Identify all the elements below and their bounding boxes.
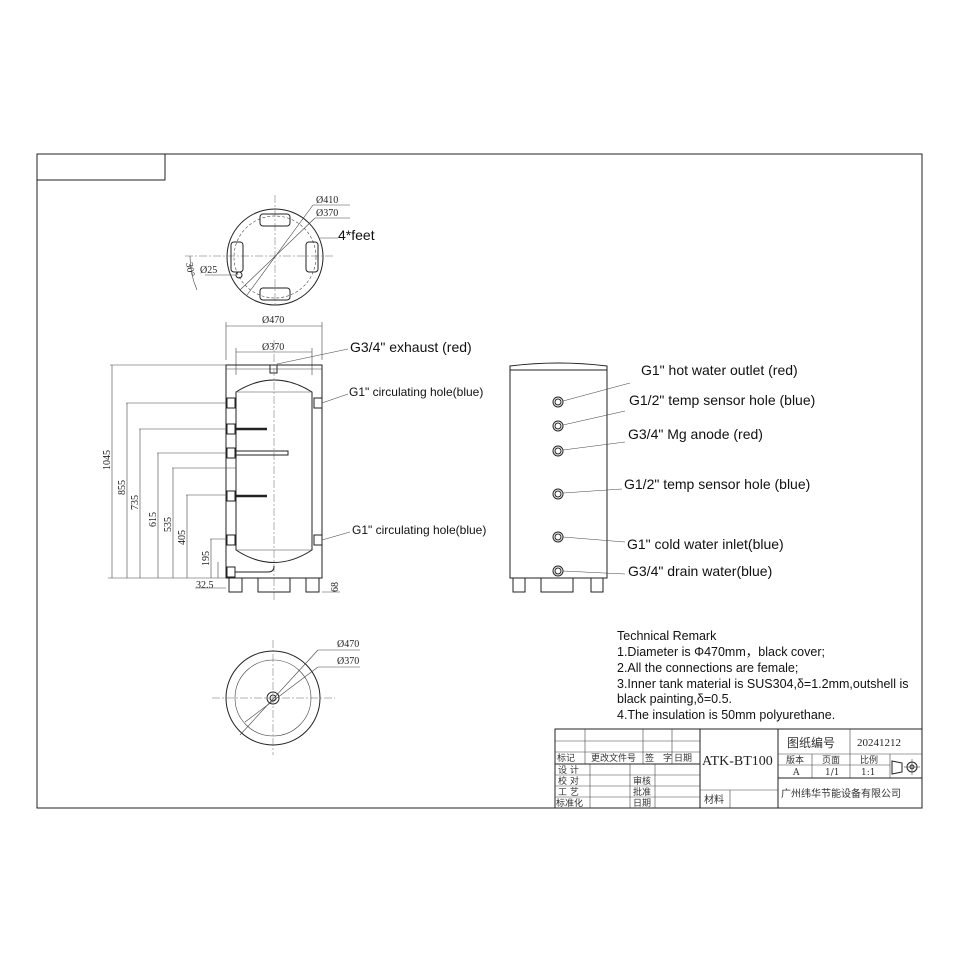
- tb-drawing-no: 20241212: [857, 737, 901, 749]
- remark-line: black painting,δ=0.5.: [617, 692, 732, 706]
- tb-date2: 日期: [633, 798, 651, 809]
- tb-scale: 1:1: [861, 768, 875, 778]
- tb-date: 日期: [674, 753, 692, 764]
- dim-535: 535: [163, 517, 174, 532]
- tb-version-label: 版本: [786, 754, 804, 766]
- tb-mark: 标记: [557, 752, 575, 764]
- circ-bottom-label: G1" circulating hole(blue): [352, 523, 486, 537]
- dim-1045: 1045: [102, 450, 113, 470]
- dim-615: 615: [148, 512, 159, 527]
- remarks-title: Technical Remark: [617, 629, 717, 643]
- tb-material-label: 材料: [704, 793, 724, 806]
- tb-scale-label: 比例: [860, 754, 878, 766]
- front-view: Ø470 Ø370 1045: [102, 315, 486, 600]
- tb-drawing-no-label: 图纸编号: [787, 735, 835, 750]
- side-label-temp-sensor-2: G1/2" temp sensor hole (blue): [624, 476, 810, 492]
- tb-sign: 签 字: [645, 752, 672, 764]
- side-label-temp-sensor-1: G1/2" temp sensor hole (blue): [629, 392, 815, 408]
- bottom-d-inner: Ø370: [337, 656, 359, 667]
- dim-32-5: 32.5: [196, 580, 214, 591]
- technical-remarks: Technical Remark 1.Diameter is Φ470mm，bl…: [617, 629, 908, 722]
- bottom-d-outer: Ø470: [337, 639, 359, 650]
- top-angle: 30°: [183, 262, 196, 278]
- remark-line: 3.Inner tank material is SUS304,δ=1.2mm,…: [617, 677, 908, 691]
- dim-405: 405: [177, 530, 188, 545]
- top-view: Ø410 Ø370 Ø25 30° 4*feet: [183, 195, 375, 306]
- feet-label: 4*feet: [338, 227, 375, 243]
- side-view: G1" hot water outlet (red) G1/2" temp se…: [509, 362, 815, 593]
- tb-company: 广州纬华节能设备有限公司: [781, 787, 901, 800]
- remark-line: 4.The insulation is 50mm polyurethane.: [617, 708, 835, 722]
- top-d-inner: Ø370: [316, 208, 338, 219]
- side-label-mg-anode: G3/4" Mg anode (red): [628, 426, 763, 442]
- top-d-outer: Ø410: [316, 195, 338, 206]
- tb-check: 校 对: [558, 775, 579, 787]
- remark-line: 2.All the connections are female;: [617, 661, 798, 675]
- tb-review: 审核: [633, 775, 651, 787]
- tb-page: 1/1: [825, 768, 839, 778]
- dim-855: 855: [117, 480, 128, 495]
- projection-symbol-icon: [891, 759, 920, 775]
- dim-735: 735: [130, 495, 141, 510]
- front-width-inner: Ø370: [262, 342, 284, 353]
- drawing-frame: [36, 153, 923, 809]
- dim-68: 68: [330, 582, 341, 592]
- front-width-outer: Ø470: [262, 315, 284, 326]
- side-label-cold-inlet: G1" cold water inlet(blue): [627, 536, 784, 552]
- dim-195: 195: [201, 551, 212, 566]
- tb-approve: 批准: [633, 786, 651, 798]
- tb-change-doc: 更改文件号: [591, 752, 636, 764]
- frame-tab: [36, 153, 166, 181]
- side-label-drain: G3/4" drain water(blue): [628, 563, 772, 579]
- tb-version: A: [792, 768, 800, 778]
- top-hole: Ø25: [200, 265, 217, 276]
- tb-design: 设 计: [558, 764, 579, 776]
- title-block: 标记 更改文件号 签 字 日期 设 计 校 对 工 艺 标准化 审核 批准 日期…: [554, 728, 923, 809]
- remark-line: 1.Diameter is Φ470mm，black cover;: [617, 645, 825, 659]
- circ-top-label: G1" circulating hole(blue): [349, 385, 483, 399]
- exhaust-label: G3/4" exhaust (red): [350, 339, 472, 355]
- tb-process: 工 艺: [558, 787, 579, 798]
- bottom-view: Ø470 Ø370: [212, 639, 360, 755]
- side-label-hot-outlet: G1" hot water outlet (red): [641, 362, 798, 378]
- tb-standard: 标准化: [556, 797, 583, 809]
- tb-model: ATK-BT100: [702, 754, 773, 769]
- tb-page-label: 页面: [822, 755, 840, 766]
